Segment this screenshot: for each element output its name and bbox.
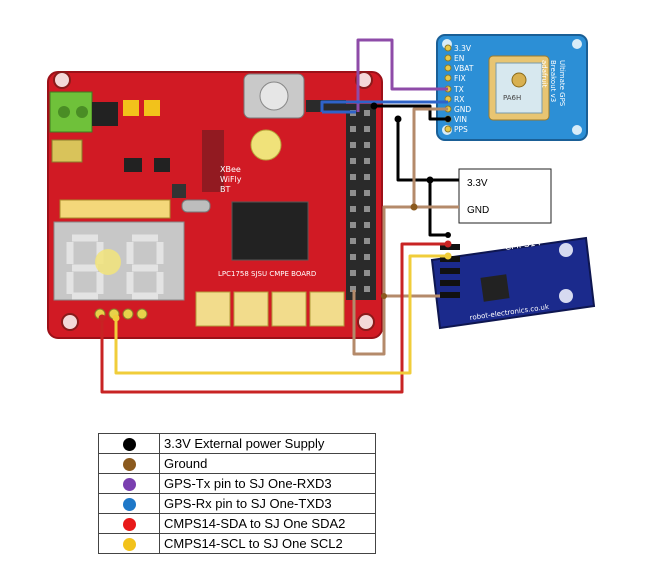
legend-label-ground: Ground: [159, 453, 376, 474]
switch-buttons: [195, 291, 345, 327]
wire-gps-rx: [320, 100, 448, 114]
junction-dots-colored: [98, 203, 452, 322]
gps-pin-en: EN: [454, 54, 464, 63]
legend-label-sda: CMPS14-SDA to SJ One SDA2: [159, 513, 376, 534]
cmps14-chip: [480, 274, 510, 302]
board-label: LPC1758 SJSU CMPE BOARD: [218, 270, 316, 278]
gps-side-label-3: adafruit: [540, 60, 548, 88]
legend-row: CMPS14-SCL to SJ One SCL2: [98, 533, 376, 554]
gps-module: PA6H 3.3V EN VBAT FIX TX RX GND VIN PPS …: [436, 34, 588, 141]
power-gnd-label: GND: [467, 205, 489, 216]
power-supply-box: [458, 168, 552, 224]
legend-table: 3.3V External power Supply Ground GPS-Tx…: [98, 433, 376, 554]
gps-side-label: Ultimate GPS: [558, 60, 566, 107]
legend-label-gps-rx: GPS-Rx pin to SJ One-TXD3: [159, 493, 376, 514]
sj-one-board: XBee WiFly BT LPC1758 SJSU CMPE BOARD: [47, 71, 383, 339]
legend-row: GPS-Tx pin to SJ One-RXD3: [98, 473, 376, 494]
legend-label-power: 3.3V External power Supply: [159, 433, 376, 454]
gps-pin-vbat: VBAT: [454, 64, 474, 73]
wifly-label: WiFly: [220, 175, 242, 184]
gps-pin-gnd: GND: [454, 105, 471, 114]
gps-chip-label: PA6H: [503, 94, 521, 102]
lpc1758-chip: [231, 201, 309, 261]
wire-power: [374, 104, 459, 237]
legend-row: GPS-Rx pin to SJ One-TXD3: [98, 493, 376, 514]
legend-swatch-sda: [122, 518, 136, 532]
gps-pin-tx: TX: [453, 85, 464, 94]
power-3v3-label: 3.3V: [467, 178, 488, 189]
gps-pin-vin: VIN: [454, 115, 467, 124]
legend-row: Ground: [98, 453, 376, 474]
legend-row: CMPS14-SDA to SJ One SDA2: [98, 513, 376, 534]
legend-label-gps-tx: GPS-Tx pin to SJ One-RXD3: [159, 473, 376, 494]
bt-label: BT: [220, 185, 230, 194]
pin-header: [346, 104, 376, 300]
junction-dots: [370, 102, 451, 238]
cmps14-module: CMPS14 robot-electronics.co.uk: [430, 236, 596, 330]
legend-row: 3.3V External power Supply: [98, 433, 376, 454]
gps-side-label-2: Breakout v3: [549, 60, 557, 102]
wire-scl: [114, 254, 448, 375]
legend-swatch-gps-tx: [122, 478, 136, 492]
gps-pin-3v3: 3.3V: [454, 44, 472, 53]
legend-body: 3.3V External power Supply Ground GPS-Tx…: [98, 433, 376, 554]
wire-gps-tx: [356, 38, 448, 112]
legend-swatch-ground: [122, 458, 136, 472]
xbee-label: XBee: [220, 165, 241, 174]
cmps14-pins: [440, 244, 460, 298]
legend-swatch-gps-rx: [122, 498, 136, 512]
gps-pin-rx: RX: [454, 95, 464, 104]
legend-swatch-power: [122, 438, 136, 452]
gps-pin-fix: FIX: [454, 74, 466, 83]
legend-label-scl: CMPS14-SCL to SJ One SCL2: [159, 533, 376, 554]
legend-swatch-scl: [122, 538, 136, 552]
usb-connector: [51, 139, 83, 163]
wire-ground: [352, 107, 459, 356]
gps-pin-pps: PPS: [454, 125, 468, 134]
wire-sda: [100, 242, 448, 394]
